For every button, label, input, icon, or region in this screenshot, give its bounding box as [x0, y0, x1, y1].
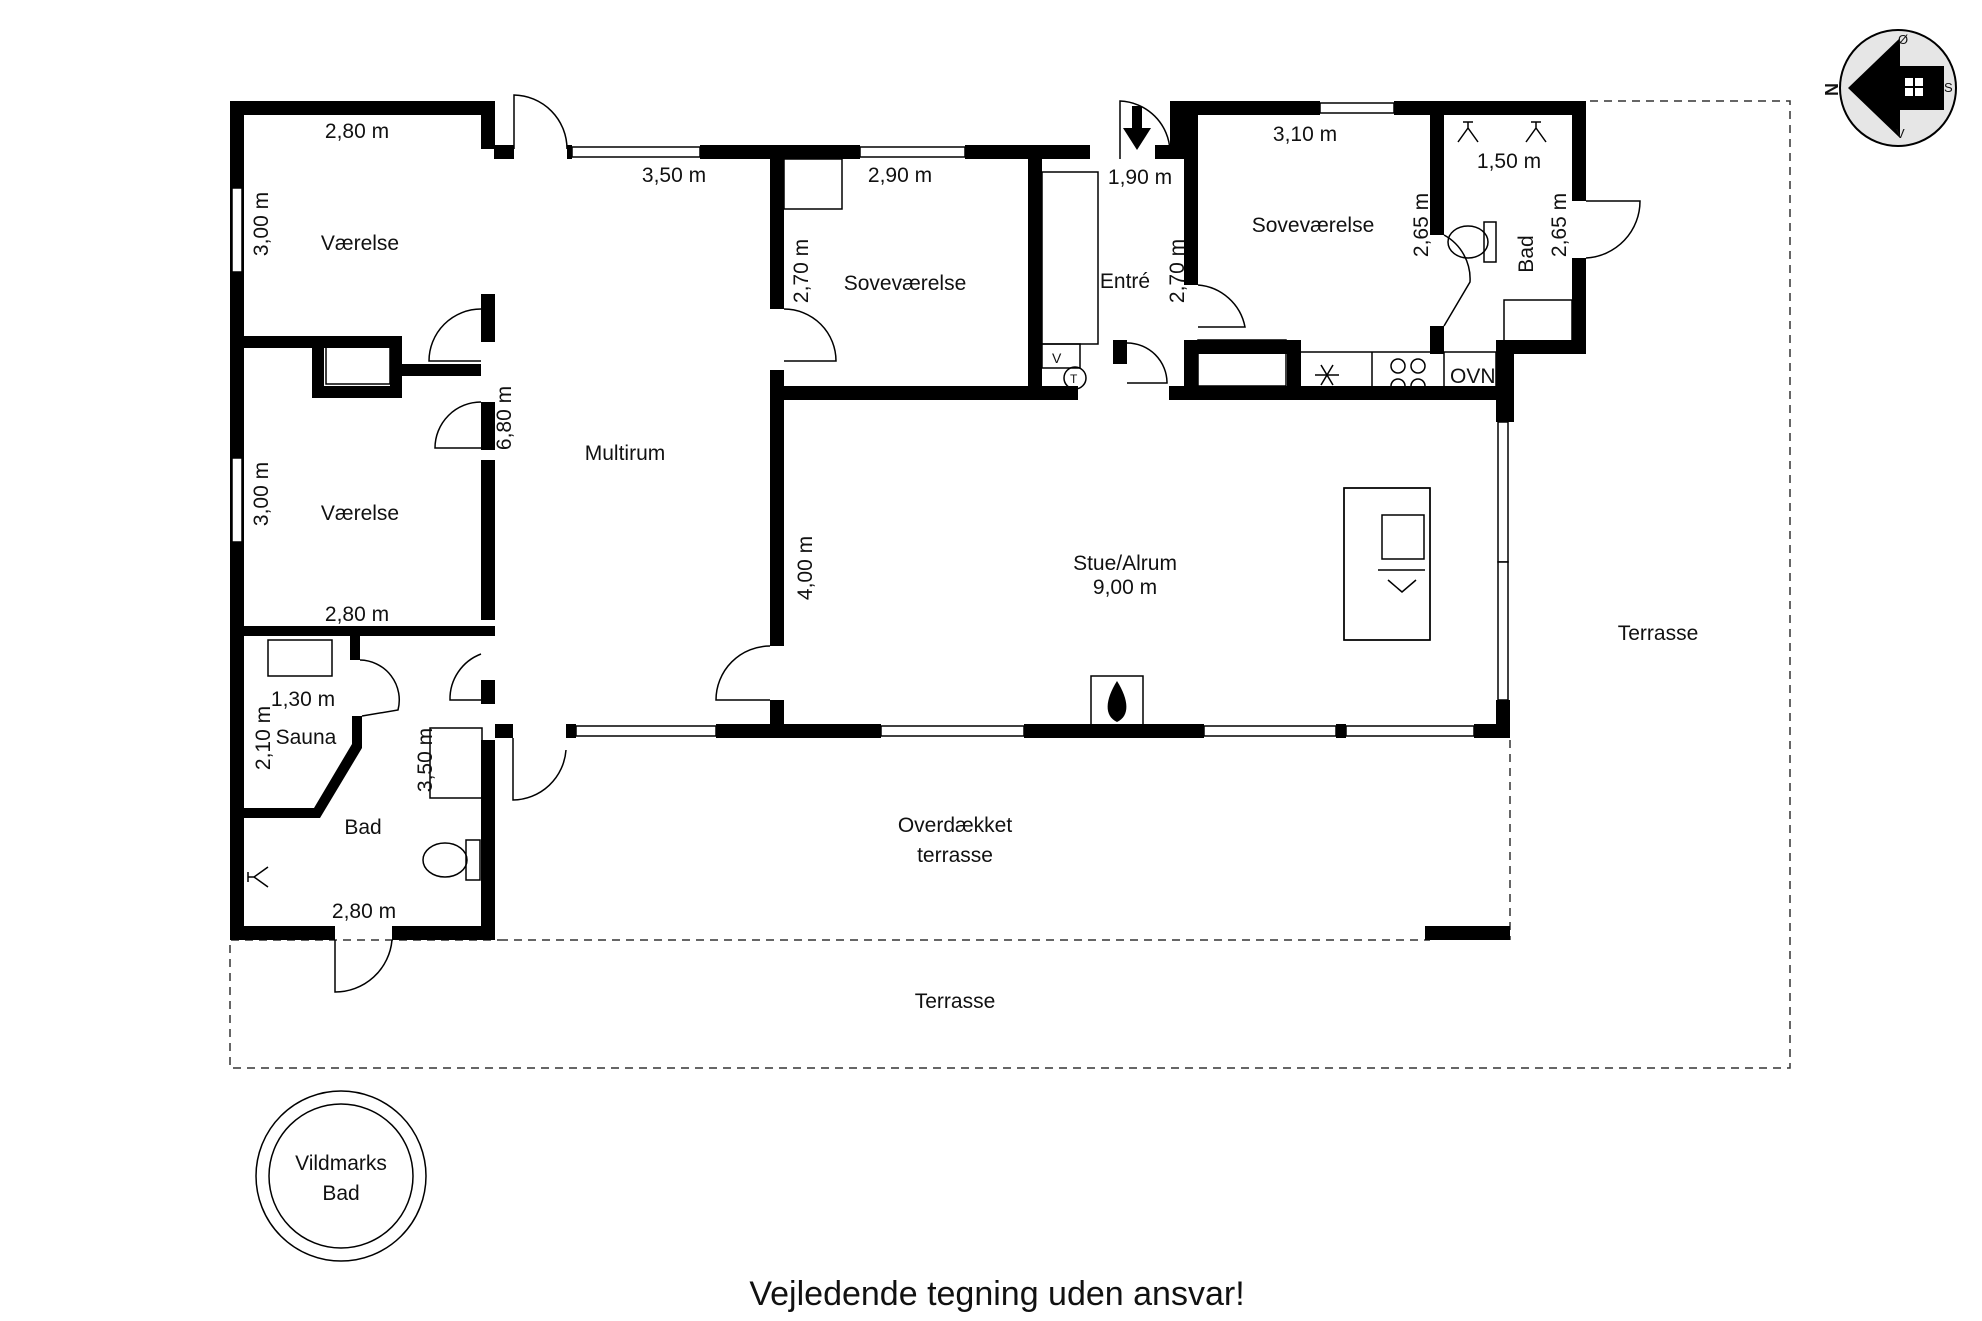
- hot-tub: [255, 1090, 427, 1262]
- dryer-icon: [1063, 366, 1087, 390]
- dim-v2-height: 3,00 m: [250, 462, 273, 526]
- kitchen-island: [1343, 487, 1431, 641]
- room-label-overdaekket-2: terrasse: [917, 844, 993, 867]
- room-label-sovevaerelse-mid: Soveværelse: [844, 272, 967, 295]
- doors: [334, 94, 1641, 993]
- dim-bad-left-width: 2,80 m: [332, 900, 396, 923]
- snowflake-icon: [1315, 364, 1339, 386]
- room-label-sauna: Sauna: [276, 726, 337, 749]
- compass-n: N: [1822, 83, 1842, 96]
- room-label-vaerelse-top: Værelse: [321, 232, 399, 255]
- dim-bad-right-width: 1,50 m: [1477, 150, 1541, 173]
- sink-icon-sauna: [267, 639, 333, 677]
- washer-icon: [1041, 343, 1081, 369]
- dim-multirum-width: 3,50 m: [642, 164, 706, 187]
- disclaimer-text: Vejledende tegning uden ansvar!: [749, 1275, 1244, 1313]
- room-label-stue-alrum-size: 9,00 m: [1093, 576, 1157, 599]
- dim-sov-right-height: 2,65 m: [1410, 193, 1433, 257]
- stove-icon: [1390, 358, 1426, 394]
- kitchen-counter: [1289, 351, 1497, 399]
- shower-icon-right: [1457, 121, 1547, 143]
- compass-icon: [1839, 29, 1957, 147]
- room-label-vildmarks-2: Bad: [322, 1182, 359, 1205]
- room-label-terrasse-bottom: Terrasse: [915, 990, 996, 1013]
- room-label-bad-right: Bad: [1515, 235, 1538, 272]
- room-label-terrasse-right: Terrasse: [1618, 622, 1699, 645]
- room-label-bad-left: Bad: [344, 816, 381, 839]
- toilet-icon-right: [1447, 221, 1497, 263]
- dim-bad-right-height: 2,65 m: [1548, 193, 1571, 257]
- dryer-label: T: [1070, 372, 1078, 386]
- dim-sov-mid-height: 2,70 m: [790, 239, 813, 303]
- toilet-icon-left: [422, 839, 481, 881]
- sink-icon-bad-left: [429, 727, 483, 799]
- room-label-entre: Entré: [1100, 270, 1150, 293]
- dim-entre-width: 1,90 m: [1108, 166, 1172, 189]
- dim-multirum-height: 6,80 m: [493, 386, 516, 450]
- dim-v1-width: 2,80 m: [325, 120, 389, 143]
- dim-bad-left-height: 3,50 m: [414, 728, 437, 792]
- shower-icon-left: [247, 866, 269, 888]
- room-label-multirum: Multirum: [585, 442, 666, 465]
- room-label-vildmarks-1: Vildmarks: [295, 1152, 387, 1175]
- sink-icon-right: [1503, 299, 1573, 353]
- dim-sov-right-width: 3,10 m: [1273, 123, 1337, 146]
- dim-sauna-height: 2,10 m: [252, 706, 275, 770]
- dim-entre-height: 2,70 m: [1166, 239, 1189, 303]
- windows: [231, 102, 1509, 737]
- oven-label: OVN: [1450, 365, 1496, 388]
- entry-arrow-icon: [1123, 106, 1151, 150]
- compass-o: Ø: [1898, 32, 1908, 47]
- dim-v2-width: 2,80 m: [325, 603, 389, 626]
- washer-label: V: [1052, 350, 1062, 366]
- dim-sov-mid-width: 2,90 m: [868, 164, 932, 187]
- room-label-sovevaerelse-right: Soveværelse: [1252, 214, 1375, 237]
- dim-sauna-width: 1,30 m: [271, 688, 335, 711]
- room-label-stue-alrum: Stue/Alrum: [1073, 552, 1177, 575]
- room-label-overdaekket-1: Overdækket: [898, 814, 1013, 837]
- room-label-vaerelse-bottom: Værelse: [321, 502, 399, 525]
- compass-v: V: [1896, 126, 1905, 141]
- compass-s: S: [1944, 80, 1953, 95]
- dim-v1-height: 3,00 m: [250, 192, 273, 256]
- walls: [230, 101, 1586, 940]
- dim-stue-height: 4,00 m: [794, 536, 817, 600]
- fireplace-icon: [1090, 675, 1144, 727]
